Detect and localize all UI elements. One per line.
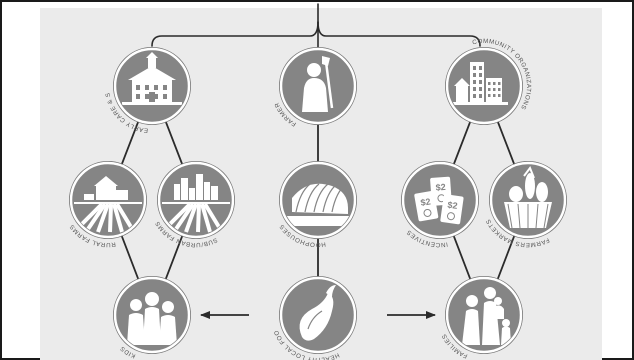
children-icon [127,292,177,345]
edge-suburban-kids [165,235,183,280]
top-connector [151,3,481,48]
hoophouse-icon [284,183,352,226]
produce-basket-icon [504,165,552,229]
node-rural: RURAL FARMS [68,161,147,248]
dollar-coupons-icon: $2$2$2 [414,176,464,225]
edge-schools-suburban [165,121,183,165]
family-icon [462,287,511,345]
eggplant-icon [299,285,336,341]
edge-community-markets [497,121,515,165]
edge-rural-kids [121,235,139,280]
edge-incentives-families [453,235,471,280]
city-buildings-icon [452,62,508,105]
edge-markets-families [497,235,515,280]
nodes-layer: EARLY CARE & SCHOOLSFARMERSCOMMUNITY ORG… [68,38,567,360]
node-kids: KIDS [113,276,191,359]
school-building-icon [122,52,182,105]
edges-layer [121,121,515,280]
node-farmers: FARMERS [273,47,357,127]
coupon-amount: $2 [435,182,446,193]
coupon-3: $2 [440,194,464,225]
edge-schools-rural [121,121,139,165]
farmer-with-shovel-icon [302,56,334,112]
node-local-foods: HEALTHY LOCAL FOODS [273,276,357,360]
edge-community-incentives [453,121,471,165]
coupon-amount: $2 [447,200,458,211]
node-families: FAMILIES [441,276,523,359]
coupon-amount: $2 [420,196,432,208]
